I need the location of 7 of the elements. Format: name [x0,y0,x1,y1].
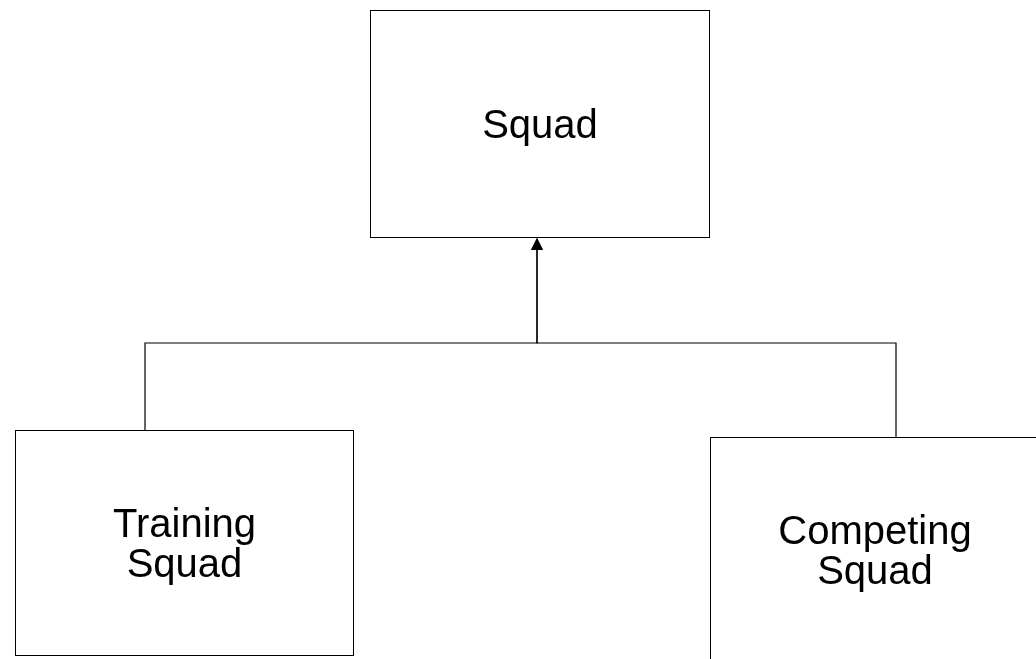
class-name: Squad [482,104,598,144]
class-name: Competing Squad [777,510,973,590]
class-box [710,437,1036,659]
class-box [15,430,354,656]
class-box [370,10,710,238]
inheritance-arrow [531,238,897,438]
class-name: Training Squad [112,503,257,583]
